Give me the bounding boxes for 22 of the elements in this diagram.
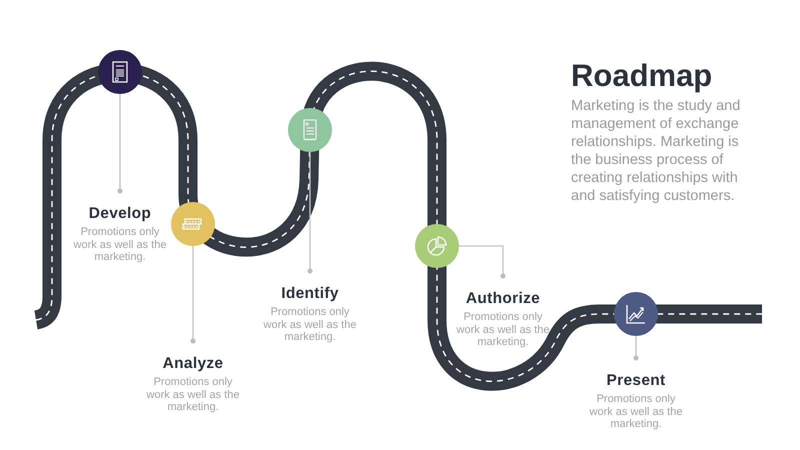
milestone-circle: [415, 224, 459, 268]
milestone-circle: [98, 50, 142, 94]
title: Roadmap: [571, 58, 712, 94]
leader-line: [190, 246, 196, 344]
leader-line: [308, 152, 312, 274]
milestone-circle: [171, 202, 215, 246]
milestone-heading: Develop: [88, 205, 152, 223]
milestone-description: Promotions only work as well as the marketing.: [456, 311, 550, 348]
leader-line: [634, 336, 638, 360]
milestone-description: Promotions only work as well as the marketing.: [146, 376, 240, 414]
milestone-heading: Identify: [280, 285, 340, 303]
milestone-circle: [614, 292, 658, 336]
milestone-heading: Authorize: [464, 290, 542, 308]
milestone-description: Promotions only work as well as the marketing.: [588, 393, 684, 430]
milestone-heading: Analyze: [162, 355, 224, 373]
milestone-circle: [288, 108, 332, 152]
leader-line: [118, 94, 122, 194]
leader-line: [459, 245, 506, 278]
milestone-description: Promotions only work as well as the marketing.: [262, 306, 358, 344]
milestone-heading: Present: [606, 372, 666, 390]
description-paragraph: Marketing is the study and management of exchange relationships. Marketing is the business process of creating relationships with and satisfying customers.: [571, 97, 742, 205]
milestone-description: Promotions only work as well as the marketing.: [72, 226, 168, 264]
